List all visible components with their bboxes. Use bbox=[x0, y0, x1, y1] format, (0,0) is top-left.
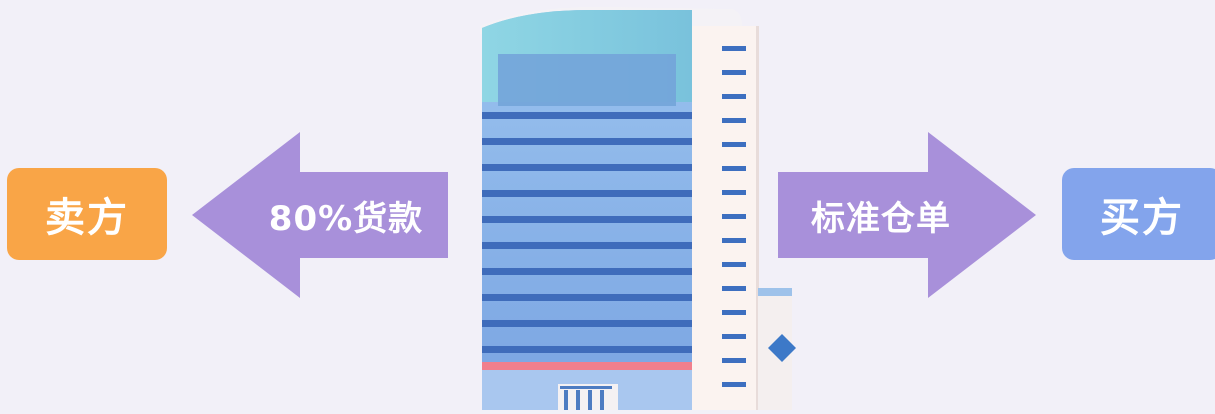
seller-box: 卖方 bbox=[7, 168, 167, 260]
payment-label: 80%货款 bbox=[244, 132, 448, 298]
office-building-icon bbox=[470, 0, 800, 410]
seller-label: 卖方 bbox=[45, 185, 129, 243]
payment-arrow: 80%货款 bbox=[192, 132, 448, 298]
buyer-label: 买方 bbox=[1100, 185, 1184, 243]
buyer-box: 买方 bbox=[1062, 168, 1215, 260]
receipt-label: 标准仓单 bbox=[778, 132, 984, 298]
receipt-arrow: 标准仓单 bbox=[778, 132, 1036, 298]
